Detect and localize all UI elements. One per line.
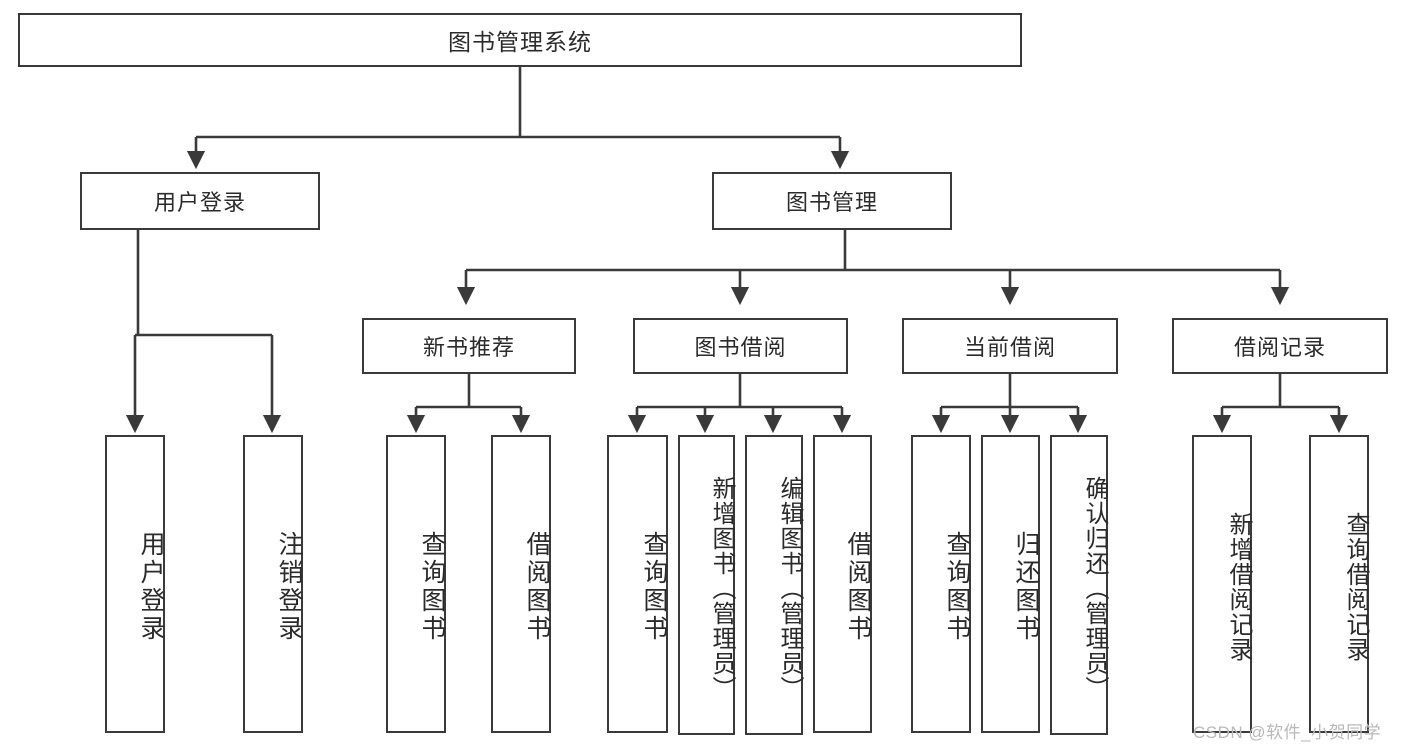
leaf-query-record[interactable]: 查询借阅记录 xyxy=(1309,435,1369,733)
node-label: 图书借阅 xyxy=(694,335,787,360)
node-label: 查询图书 xyxy=(943,531,971,643)
node-label: 当前借阅 xyxy=(963,335,1056,360)
node-label: 用户登录 xyxy=(137,531,165,643)
node-label: 借阅记录 xyxy=(1233,335,1326,360)
node-label: 图书管理系统 xyxy=(448,29,592,55)
node-label: 新增图书（管理员） xyxy=(708,475,735,701)
leaf-query-book-2[interactable]: 查询图书 xyxy=(607,435,668,733)
node-book-borrow[interactable]: 图书借阅 xyxy=(633,318,848,374)
node-borrow-record[interactable]: 借阅记录 xyxy=(1172,318,1388,374)
node-new-book-recommend[interactable]: 新书推荐 xyxy=(362,318,576,374)
leaf-edit-book[interactable]: 编辑图书（管理员） xyxy=(745,435,803,735)
node-label: 新增借阅记录 xyxy=(1225,512,1252,662)
node-label: 新书推荐 xyxy=(422,335,515,360)
node-label: 查询图书 xyxy=(418,531,446,643)
node-label: 借阅图书 xyxy=(523,531,551,643)
leaf-user-login[interactable]: 用户登录 xyxy=(105,435,165,733)
node-label: 注销登录 xyxy=(275,531,303,643)
node-label: 图书管理 xyxy=(785,190,878,215)
leaf-add-record[interactable]: 新增借阅记录 xyxy=(1192,435,1252,733)
node-book-management[interactable]: 图书管理 xyxy=(712,172,952,230)
node-current-borrow[interactable]: 当前借阅 xyxy=(902,318,1118,374)
leaf-return-book[interactable]: 归还图书 xyxy=(981,435,1040,733)
node-label: 查询借阅记录 xyxy=(1342,512,1369,662)
node-label: 查询图书 xyxy=(640,531,668,643)
node-label: 编辑图书（管理员） xyxy=(776,475,803,701)
node-label: 用户登录 xyxy=(153,190,246,215)
leaf-borrow-book-2[interactable]: 借阅图书 xyxy=(813,435,872,733)
leaf-query-book-1[interactable]: 查询图书 xyxy=(386,435,446,733)
leaf-confirm-return[interactable]: 确认归还（管理员） xyxy=(1050,435,1108,735)
leaf-logout-login[interactable]: 注销登录 xyxy=(243,435,303,733)
node-user-login[interactable]: 用户登录 xyxy=(80,172,320,230)
csdn-watermark: CSDN @软件_小贺同学 xyxy=(1193,723,1382,742)
leaf-add-book[interactable]: 新增图书（管理员） xyxy=(678,435,735,735)
leaf-borrow-book-1[interactable]: 借阅图书 xyxy=(491,435,551,733)
node-label: 归还图书 xyxy=(1012,531,1040,643)
leaf-query-book-3[interactable]: 查询图书 xyxy=(911,435,971,733)
node-label: 确认归还（管理员） xyxy=(1081,475,1108,701)
node-root-system[interactable]: 图书管理系统 xyxy=(18,13,1022,67)
node-label: 借阅图书 xyxy=(844,531,872,643)
